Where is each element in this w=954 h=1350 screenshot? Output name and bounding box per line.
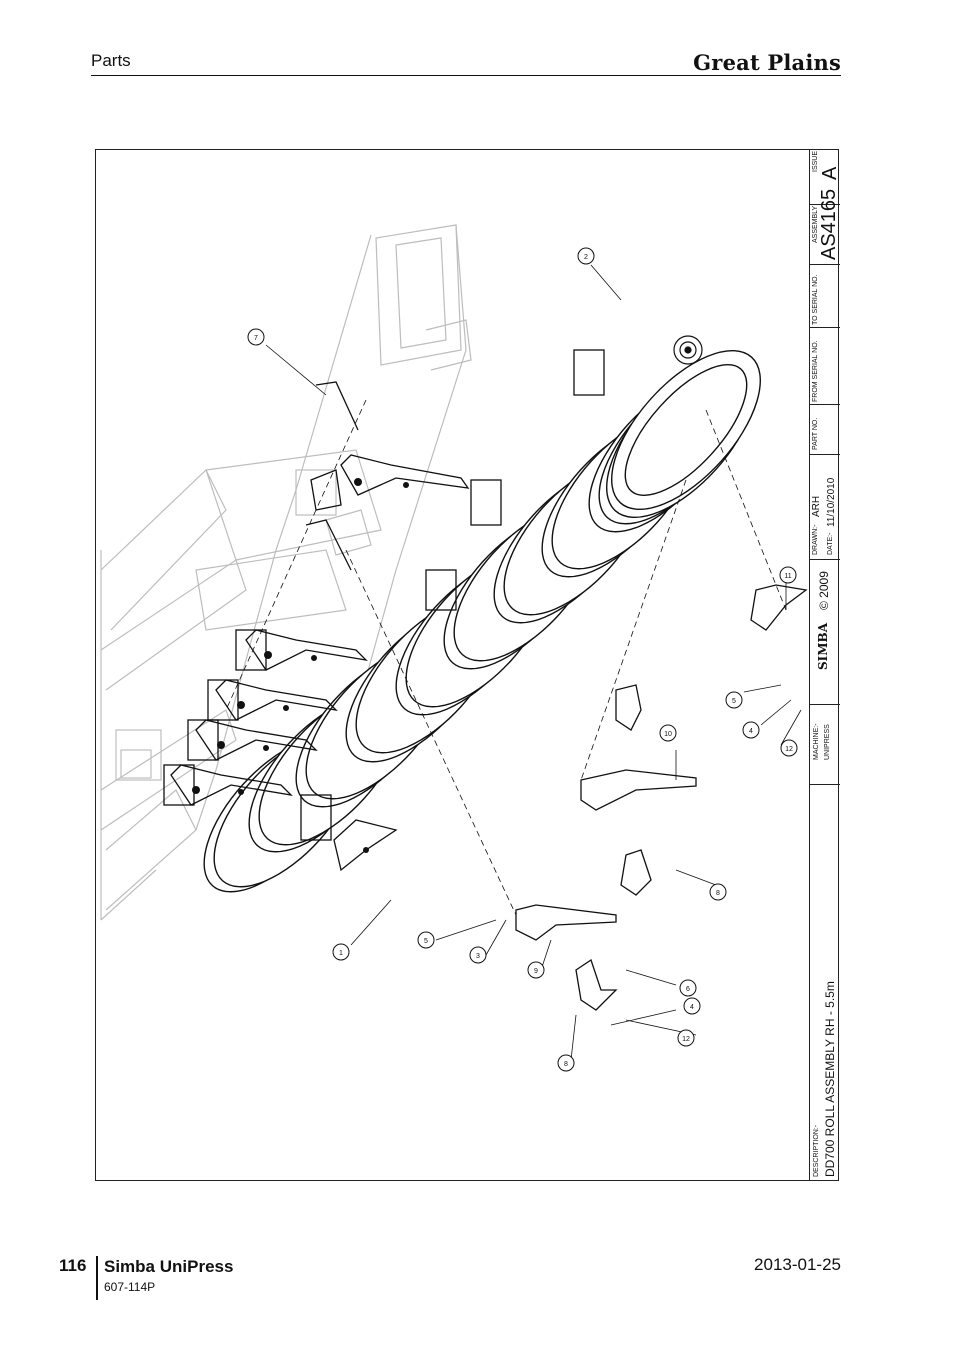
brand-logo: Great Plains: [693, 50, 841, 75]
balloon-text: 7: [254, 335, 258, 342]
balloon-text: 9: [534, 968, 538, 975]
balloon-text: 5: [424, 938, 428, 945]
bolt-heads: [192, 478, 409, 853]
tb-logo: © 2009 SIMBA: [810, 560, 840, 705]
balloon-4a: [683, 997, 701, 1015]
balloon-text: 1: [339, 950, 343, 957]
callout-balloons: [247, 247, 798, 1072]
balloon-text: 12: [682, 1036, 690, 1043]
balloon-text: 3: [476, 953, 480, 960]
drawn-label: DRAWN:-: [812, 524, 819, 555]
balloon-text: 11: [784, 573, 791, 580]
balloon-7: [247, 328, 265, 346]
balloon-5b: [725, 691, 743, 709]
description-label: DESCRIPTION:-: [813, 1124, 820, 1177]
date-value: 11/10/2010: [826, 477, 837, 527]
copyright-text: © 2009: [817, 571, 831, 610]
manual-code: 607-114P: [104, 1280, 156, 1294]
balloon-text: 8: [716, 890, 720, 897]
balloon-4b: [742, 721, 760, 739]
tb-issue: ISSUE A: [810, 150, 841, 205]
tb-from-serial: FROM SERIAL NO.: [810, 328, 840, 405]
issue-value: A: [819, 166, 841, 180]
simba-logo: SIMBA: [816, 622, 830, 670]
machine-value: UNIPRESS: [824, 724, 831, 760]
drawing-frame: [95, 149, 839, 1181]
publish-date: 2013-01-25: [754, 1255, 841, 1274]
description-value: DD700 ROLL ASSEMBLY RH - 5.5m: [823, 981, 837, 1177]
tb-description: DESCRIPTION:- DD700 ROLL ASSEMBLY RH - 5…: [810, 785, 840, 1180]
balloon-text: 10: [664, 731, 672, 738]
hub-icon: [673, 335, 703, 365]
balloon-text: 6: [686, 986, 690, 993]
balloon-5a: [417, 931, 435, 949]
balloon-11: [779, 566, 797, 584]
scraper-brackets: [163, 349, 605, 872]
page-number: 116: [59, 1256, 87, 1275]
balloon-text: 12: [785, 746, 793, 753]
tb-part-no: PART NO.: [810, 405, 840, 455]
date-label: DATE:-: [827, 532, 834, 555]
balloon-6: [679, 979, 697, 997]
balloon-numbers: 7 2 1 5 3 9 8 6 4 12 8 10 11 5 4 12: [254, 254, 793, 1068]
balloon-9: [527, 961, 545, 979]
title-block: ISSUE A ASSEMBLY AS4165 TO SERIAL NO. FR…: [809, 150, 841, 1180]
exploded-parts: [515, 584, 808, 1011]
balloon-text: 2: [584, 254, 588, 261]
part-no-label: PART NO.: [812, 417, 819, 450]
balloon-text: 5: [732, 698, 736, 705]
balloon-text: 8: [564, 1061, 568, 1068]
disc-rollers: [203, 349, 761, 893]
tb-to-serial: TO SERIAL NO.: [810, 265, 840, 328]
balloon-3: [469, 946, 487, 964]
tb-machine: MACHINE:- UNIPRESS: [810, 705, 840, 785]
issue-label: ISSUE: [812, 150, 819, 172]
balloon-12b: [780, 739, 798, 757]
frame-outline: [100, 224, 472, 921]
machine-label: MACHINE:-: [813, 723, 820, 760]
balloon-1: [332, 943, 350, 961]
balloon-8b: [709, 883, 727, 901]
balloon-8a: [557, 1054, 575, 1072]
balloon-text: 4: [749, 728, 753, 735]
balloon-text: 4: [690, 1004, 694, 1011]
tb-assembly: ASSEMBLY AS4165: [810, 189, 840, 265]
drawn-value: ARH: [811, 495, 822, 517]
balloon-10: [659, 724, 677, 742]
header-rule: [91, 75, 841, 76]
parts-diagram: 7 2 1 5 3 9 8 6 4 12 8 10 11 5 4 12: [100, 224, 808, 1072]
to-serial-label: TO SERIAL NO.: [812, 274, 819, 325]
balloon-2: [577, 247, 595, 265]
from-serial-label: FROM SERIAL NO.: [812, 340, 819, 402]
footer-divider: [96, 1256, 98, 1300]
leader-lines: [225, 264, 802, 1061]
tb-drawn-date: DRAWN:- ARH DATE:- 11/10/2010: [810, 455, 840, 560]
manual-title: Simba UniPress: [104, 1257, 234, 1276]
assembly-number: AS4165: [818, 188, 840, 260]
balloon-12a: [677, 1029, 695, 1047]
section-label: Parts: [91, 51, 131, 70]
